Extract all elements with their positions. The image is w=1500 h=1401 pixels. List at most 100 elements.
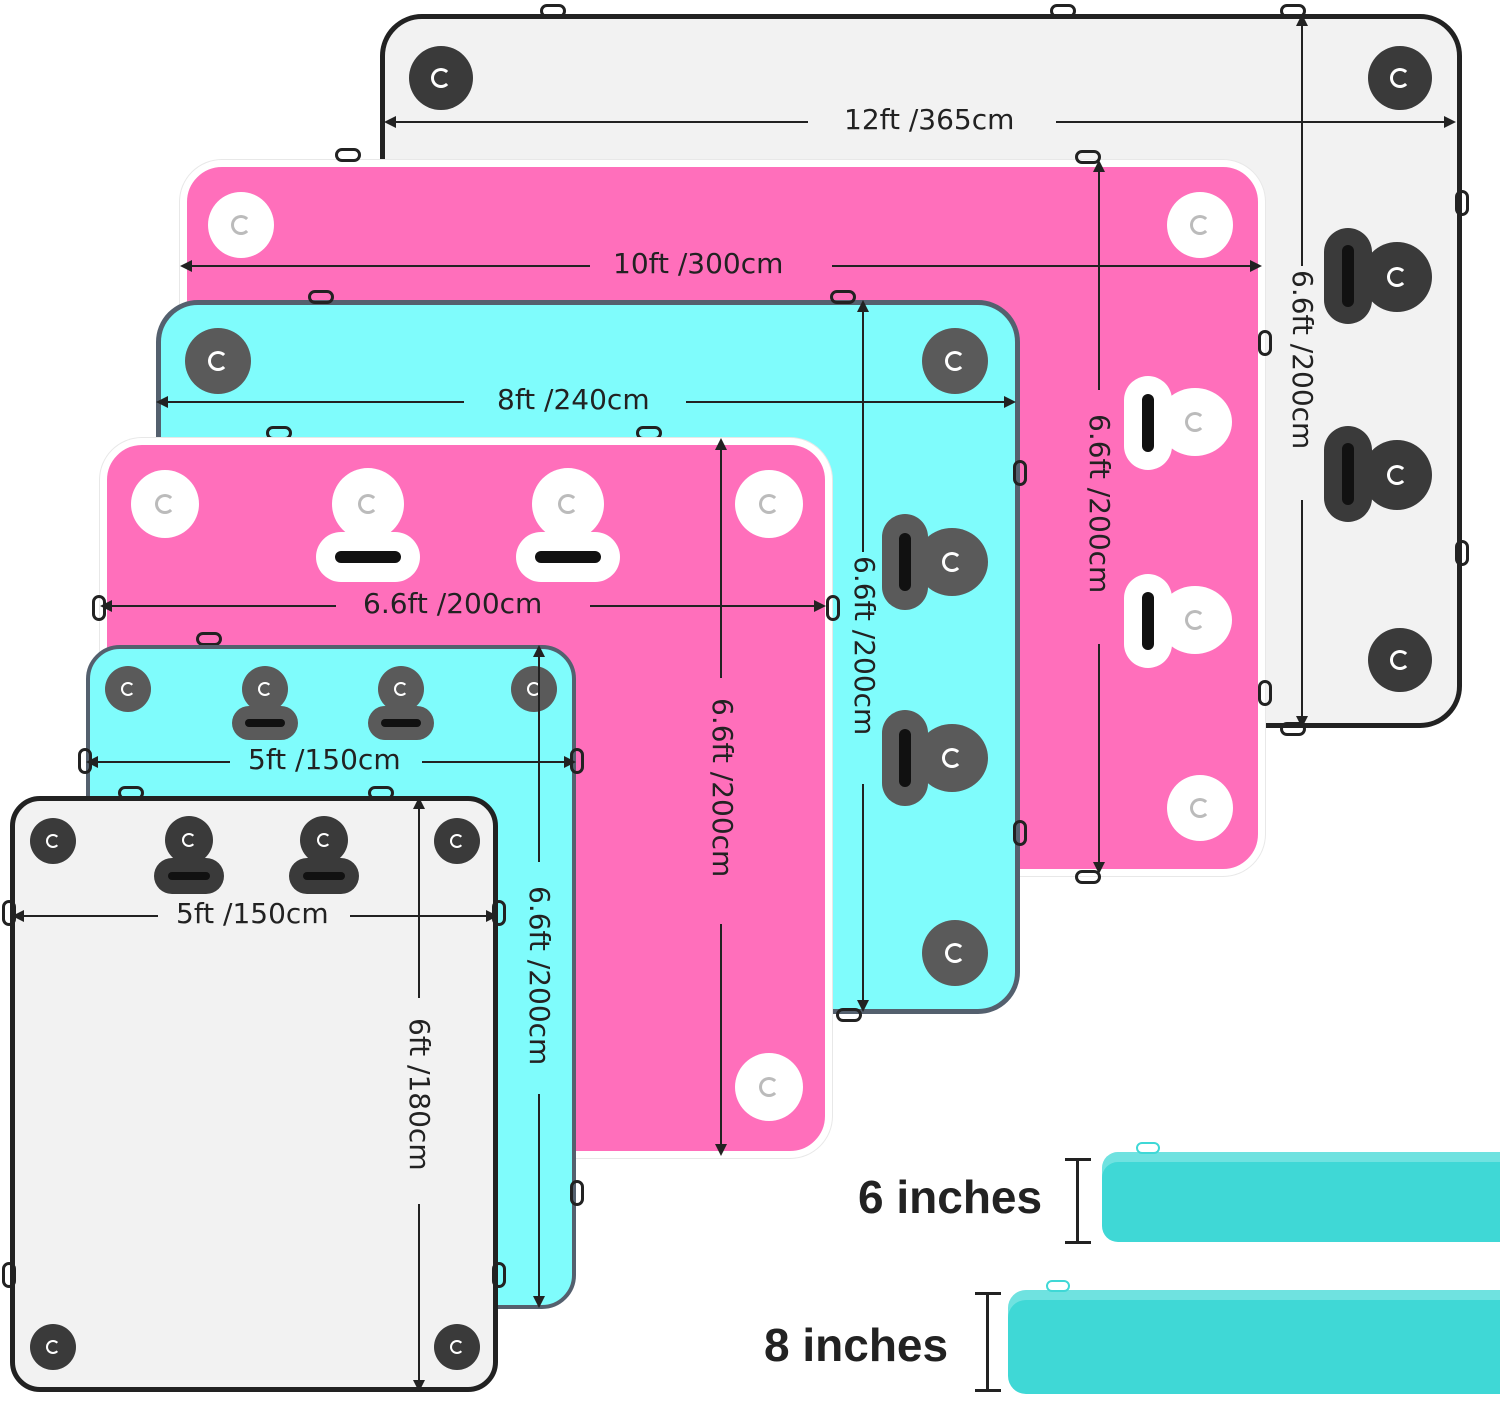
arrow-icon: [533, 645, 545, 657]
arrow-icon: [1296, 14, 1308, 26]
mat-8ft-height-label: 6.6ft /200cm: [848, 556, 881, 736]
dimension-line: [388, 121, 808, 123]
dimension-line: [538, 1094, 540, 1302]
arrow-icon: [715, 1144, 727, 1156]
d-ring-icon: [511, 666, 557, 712]
handle-icon: [1455, 540, 1469, 566]
handle-icon: [2, 1262, 16, 1288]
thickness-bracket: [1065, 1158, 1091, 1244]
handle-icon: [335, 148, 361, 162]
dimension-line: [1301, 20, 1303, 266]
dimension-line: [590, 605, 820, 607]
dimension-line: [720, 924, 722, 1150]
handle-icon: [570, 1180, 584, 1206]
arrow-icon: [100, 600, 112, 612]
dimension-line: [1056, 121, 1452, 123]
mat-5ft-white-height-label: 6ft /180cm: [403, 1018, 436, 1171]
d-ring-icon: [409, 46, 473, 110]
mat-10ft-height-label: 6.6ft /200cm: [1083, 414, 1116, 594]
arrow-icon: [564, 756, 576, 768]
dimension-line: [538, 650, 540, 862]
dimension-line: [418, 802, 420, 998]
dimension-line: [1098, 644, 1100, 870]
dimension-line: [162, 401, 464, 403]
handle-icon: [492, 1262, 506, 1288]
mat-6-6ft-width-label: 6.6ft /200cm: [363, 587, 543, 620]
handle-icon: [540, 4, 566, 18]
d-ring-icon: [1167, 775, 1233, 841]
cleat-icon: [316, 532, 420, 582]
handle-icon: [196, 632, 222, 646]
cleat-icon: [882, 514, 928, 610]
d-ring-icon: [1167, 192, 1233, 258]
d-ring-icon: [165, 816, 213, 864]
d-ring-icon: [185, 328, 251, 394]
cleat-icon: [516, 532, 620, 582]
mat-6-6ft-height-label: 6.6ft /200cm: [706, 698, 739, 878]
arrow-icon: [1296, 716, 1308, 728]
arrow-icon: [1250, 260, 1262, 272]
d-ring-icon: [131, 470, 199, 538]
dimension-line: [862, 784, 864, 1008]
mat-5ft-white-width-label: 5ft /150cm: [176, 897, 329, 930]
d-ring-icon: [532, 468, 604, 540]
d-ring-icon: [1368, 46, 1432, 110]
dimension-line: [92, 761, 230, 763]
handle-icon: [1258, 330, 1272, 356]
dimension-line: [862, 306, 864, 552]
handle-icon: [826, 595, 840, 621]
d-ring-icon: [735, 1053, 803, 1121]
dimension-line: [106, 605, 336, 607]
arrow-icon: [413, 1380, 425, 1392]
arrow-icon: [86, 756, 98, 768]
arrow-icon: [156, 396, 168, 408]
d-ring-icon: [332, 468, 404, 540]
dimension-line: [720, 444, 722, 678]
mat-12ft-height-label: 6.6ft /200cm: [1286, 270, 1319, 450]
d-ring-icon: [735, 470, 803, 538]
cleat-icon: [882, 710, 928, 806]
d-ring-icon: [916, 724, 988, 792]
d-ring-icon: [1362, 440, 1432, 510]
cleat-icon: [1124, 376, 1172, 470]
arrow-icon: [533, 1296, 545, 1308]
cleat-icon: [368, 706, 434, 740]
cleat-icon: [1124, 574, 1172, 668]
handle-icon: [830, 290, 856, 304]
d-ring-icon: [916, 528, 988, 596]
d-ring-icon: [922, 328, 988, 394]
arrow-icon: [814, 600, 826, 612]
cleat-icon: [1324, 228, 1372, 324]
arrow-icon: [384, 116, 396, 128]
valve-icon: [1136, 1142, 1160, 1154]
tube-6-inch: [1102, 1152, 1500, 1242]
d-ring-icon: [30, 818, 76, 864]
d-ring-icon: [922, 920, 988, 986]
handle-icon: [1013, 460, 1027, 486]
d-ring-icon: [242, 666, 288, 712]
d-ring-icon: [1362, 242, 1432, 312]
dimension-line: [18, 915, 158, 917]
arrow-icon: [1004, 396, 1016, 408]
arrow-icon: [486, 910, 498, 922]
arrow-icon: [180, 260, 192, 272]
cleat-icon: [1324, 426, 1372, 522]
mat-5ft-teal-width-label: 5ft /150cm: [248, 743, 401, 776]
handle-icon: [1050, 4, 1076, 18]
d-ring-icon: [434, 1324, 480, 1370]
mat-8ft-width-label: 8ft /240cm: [497, 383, 650, 416]
arrow-icon: [1444, 116, 1456, 128]
thickness-8-label: 8 inches: [764, 1319, 949, 1371]
handle-icon: [1280, 4, 1306, 18]
cleat-icon: [232, 706, 298, 740]
d-ring-icon: [208, 192, 274, 258]
dimension-line: [422, 761, 568, 763]
tube-8-inch: [1008, 1290, 1500, 1394]
mat-5ft-teal-height-label: 6.6ft /200cm: [523, 886, 556, 1066]
dimension-line: [350, 915, 492, 917]
d-ring-icon: [30, 1324, 76, 1370]
arrow-icon: [857, 1000, 869, 1012]
mat-12ft-width-label: 12ft /365cm: [844, 103, 1015, 136]
dimension-line: [1098, 166, 1100, 390]
